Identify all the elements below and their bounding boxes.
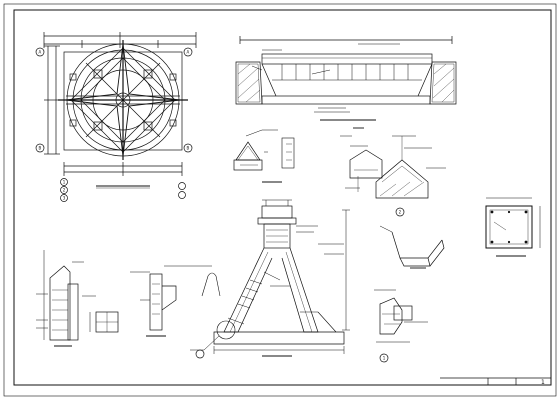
axis-label-1: 1 <box>63 180 66 185</box>
node-label-2: 2 <box>399 210 402 215</box>
corbel-detail-node-1: 1 <box>374 289 428 363</box>
axis-label-a: A <box>39 50 42 55</box>
axis-label-b: B <box>39 146 42 151</box>
a-frame-elevation <box>190 199 350 359</box>
weir-detail-node-2: 2 <box>375 135 446 217</box>
column-cross-section <box>485 197 541 257</box>
launder-detail-b <box>281 137 295 169</box>
axis-label-2: 2 <box>63 188 66 193</box>
title-block: 1 <box>440 377 551 386</box>
isometric-tray-detail <box>379 225 445 269</box>
column-rebar-detail-left <box>36 250 96 347</box>
axis-label-d: B <box>187 146 190 151</box>
node-label-1: 1 <box>383 356 386 361</box>
tank-longitudinal-section <box>235 36 457 121</box>
triangle-section-detail <box>340 127 383 192</box>
axis-label-3: 3 <box>63 196 66 201</box>
launder-detail-a <box>233 129 282 183</box>
sheet-inner-border <box>13 9 552 386</box>
rebar-grid-detail <box>89 311 119 333</box>
circular-tank-plan-view: A B A B 1 2 3 <box>35 32 197 202</box>
column-bracket-detail <box>130 265 221 337</box>
axis-label-c: A <box>187 50 190 55</box>
sheet-outer-border <box>3 3 557 397</box>
sheet-number: 1 <box>541 379 545 386</box>
